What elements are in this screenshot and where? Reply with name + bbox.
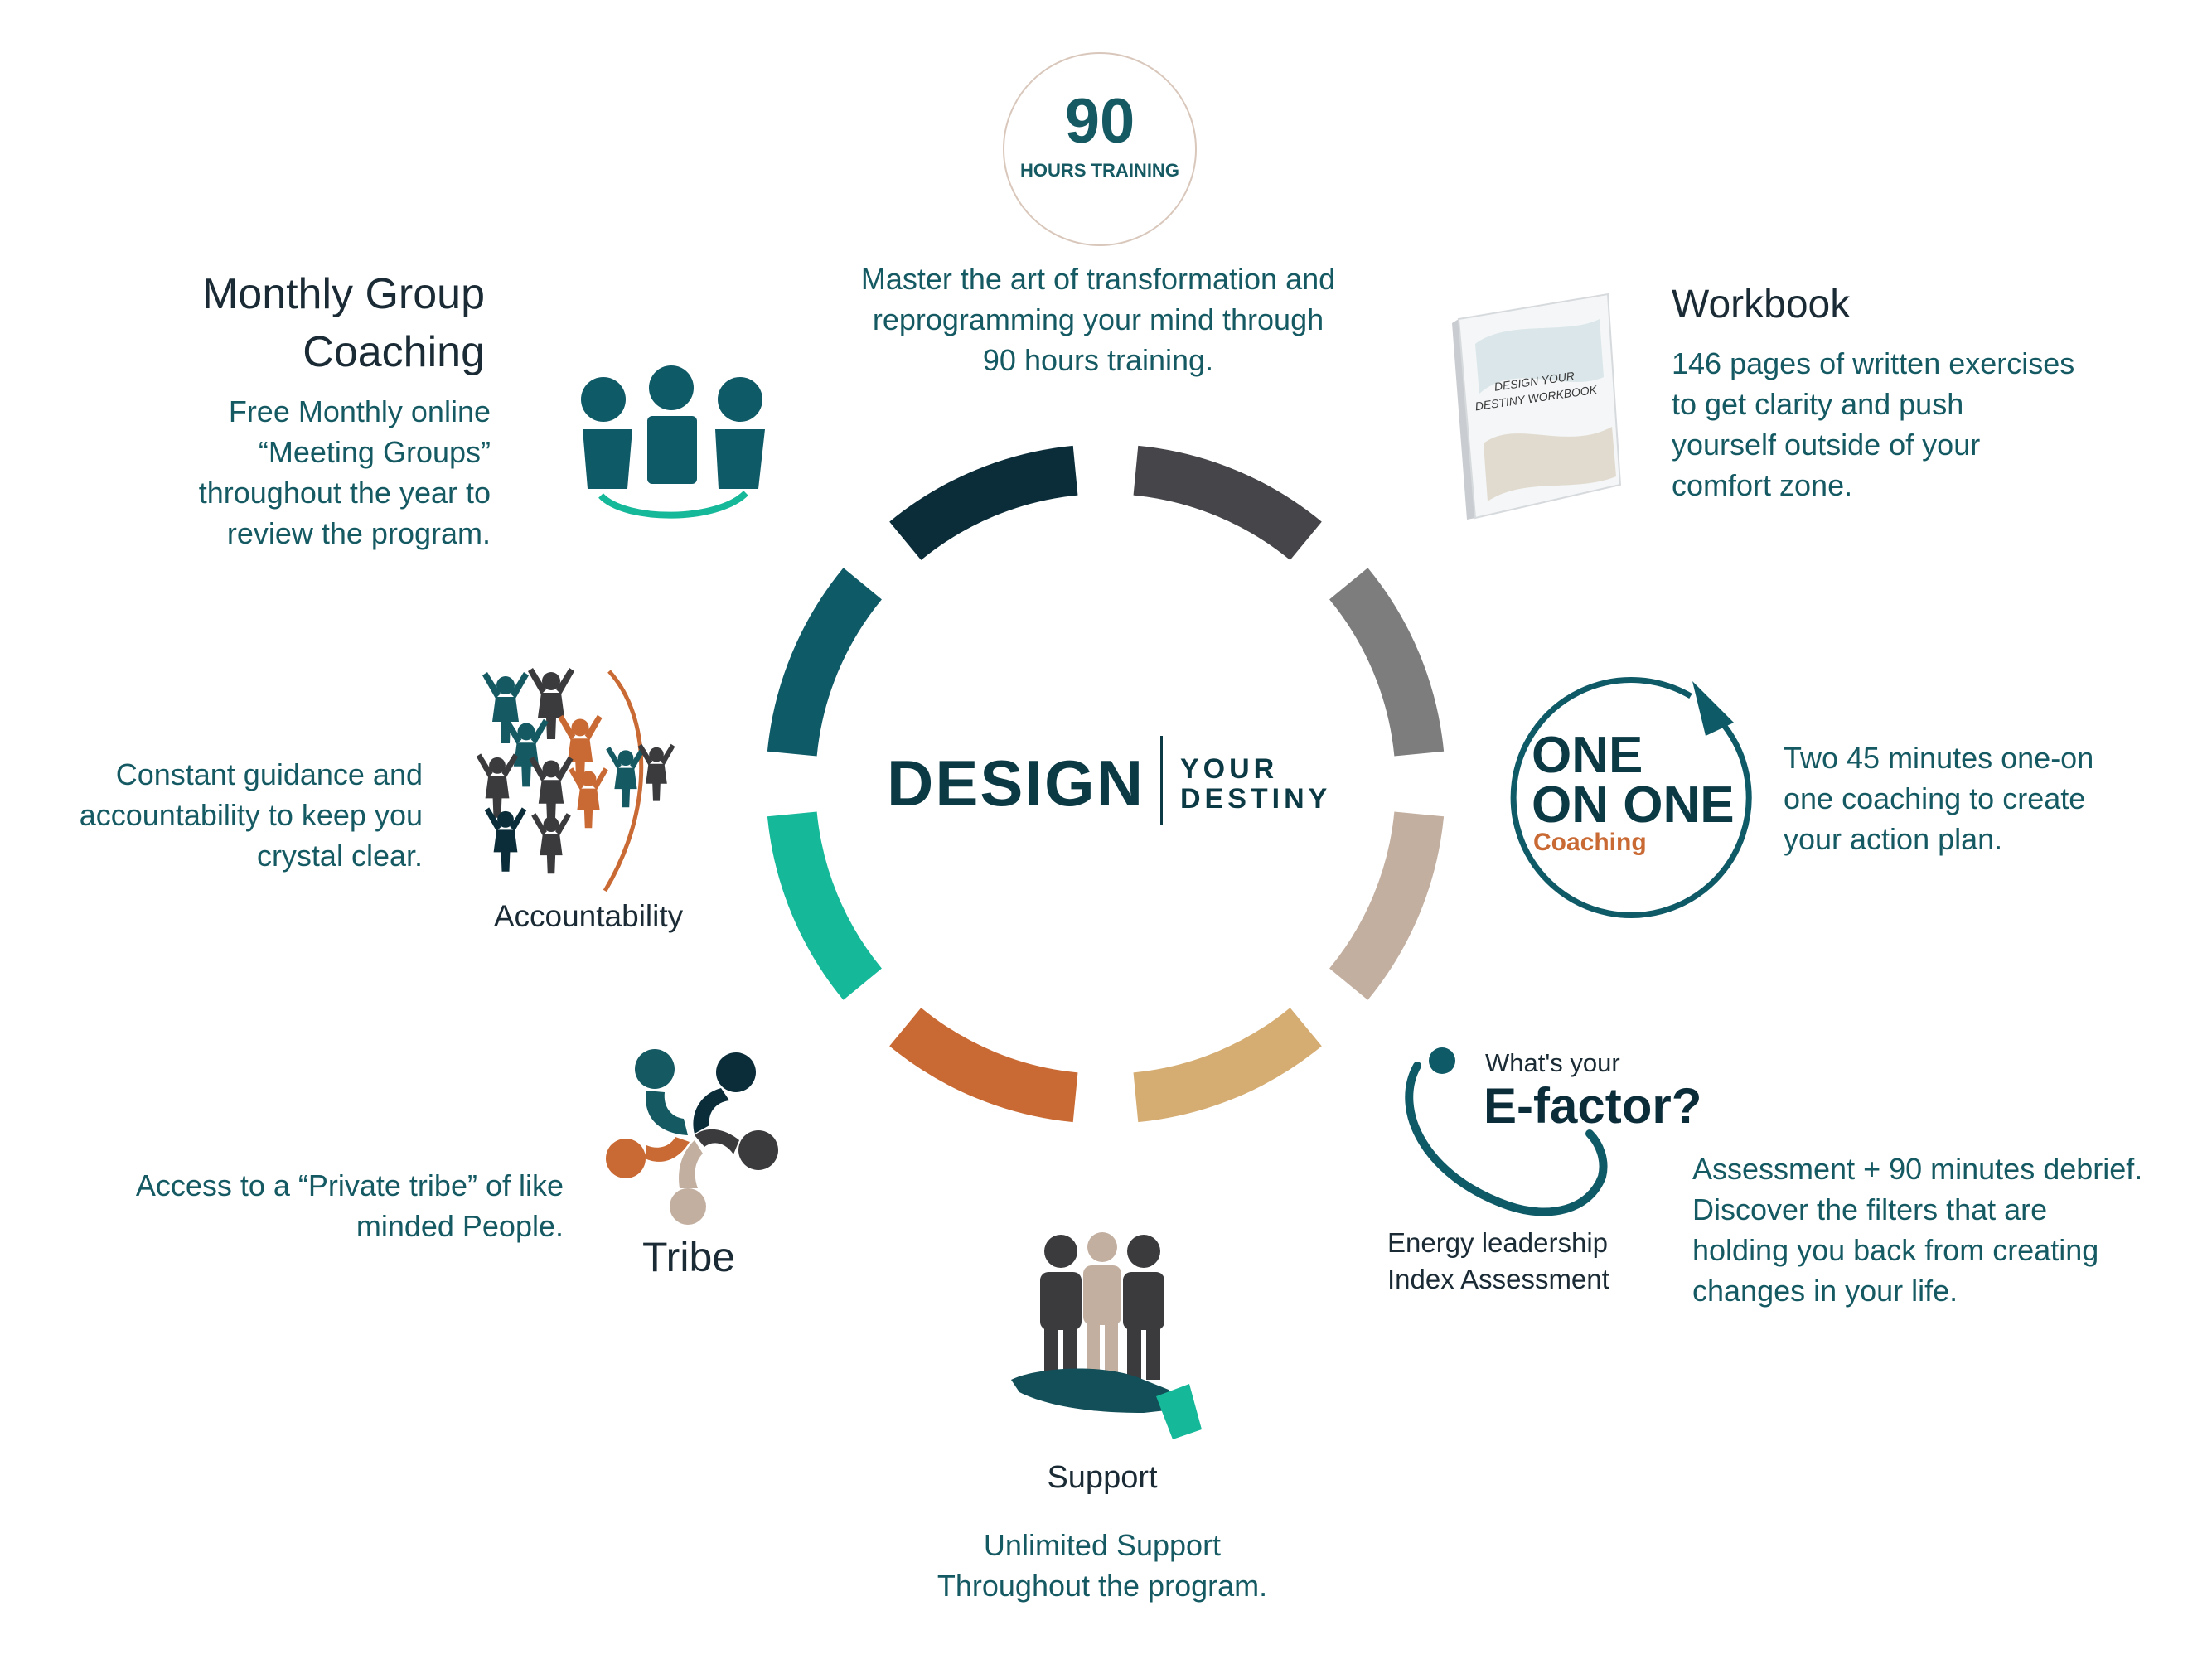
people-group-icon xyxy=(476,668,675,892)
support-title: Support xyxy=(1047,1460,1158,1495)
training-desc-line: Master the art of transformation and xyxy=(860,262,1336,296)
child-figure-icon xyxy=(528,668,574,739)
ring-segment-dark-teal xyxy=(889,445,1078,561)
efactor-whats: What's your xyxy=(1485,1048,1620,1077)
child-figure-icon xyxy=(476,753,519,818)
ring-segment-teal xyxy=(767,568,883,757)
efactor-desc-line: Assessment + 90 minutes debrief. xyxy=(1692,1152,2143,1186)
tribe-desc-line: minded People. xyxy=(356,1209,564,1243)
logo-your: YOUR xyxy=(1180,753,1279,785)
support-desc: Unlimited Support Throughout the program… xyxy=(870,1525,1334,1606)
child-figure-icon xyxy=(484,807,527,872)
accountability-title: Accountability xyxy=(493,899,684,933)
training-desc: Master the art of transformation and rep… xyxy=(796,259,1401,380)
one-on-one-desc: Two 45 minutes one-on one coaching to cr… xyxy=(1784,738,2165,859)
one-on-one-desc-line: your action plan. xyxy=(1784,822,2003,856)
efactor-caption-line: Energy leadership xyxy=(1387,1227,1608,1258)
efactor-caption-line: Index Assessment xyxy=(1387,1264,1609,1294)
group-coaching-title-line: Coaching xyxy=(303,328,485,376)
tribe-title: Tribe xyxy=(642,1234,736,1280)
person-icon xyxy=(1123,1235,1164,1380)
child-figure-icon xyxy=(504,718,549,787)
efactor-desc: Assessment + 90 minutes debrief. Discove… xyxy=(1692,1149,2190,1311)
group-coaching-desc-line: throughout the year to xyxy=(198,476,491,510)
one-on-one-coaching: Coaching xyxy=(1533,829,1647,856)
logo-destiny: DESTINY xyxy=(1180,783,1332,815)
efactor-desc-line: holding you back from creating xyxy=(1692,1233,2099,1267)
ring-segment-tan xyxy=(1133,1007,1322,1123)
one-on-one-desc-line: one coaching to create xyxy=(1784,781,2086,815)
center-logo: DESIGN YOUR DESTINY xyxy=(887,736,1351,827)
efactor-desc-line: changes in your life. xyxy=(1692,1274,1958,1308)
one-on-one-line2: ON ONE xyxy=(1532,776,1735,834)
helping-hand-icon xyxy=(1011,1232,1202,1439)
workbook-desc: 146 pages of written exercises to get cl… xyxy=(1672,343,2136,505)
child-figure-icon xyxy=(531,813,571,874)
logo-design: DESIGN xyxy=(887,747,1145,820)
child-figure-icon xyxy=(569,767,608,829)
group-coaching-desc: Free Monthly online “Meeting Groups” thr… xyxy=(116,391,491,554)
ring-segment-orange xyxy=(889,1007,1078,1123)
child-figure-icon xyxy=(606,747,646,808)
efactor-caption: Energy leadership Index Assessment xyxy=(1387,1225,1609,1298)
person-icon xyxy=(1040,1235,1082,1380)
tribe-circle-icon xyxy=(606,1049,778,1225)
arrow-head-icon xyxy=(1692,681,1734,736)
one-on-one-line1: ONE xyxy=(1532,727,1643,784)
training-caption: HOURS TRAINING xyxy=(1020,160,1179,181)
child-figure-icon xyxy=(558,714,603,783)
child-figure-icon xyxy=(482,672,529,743)
efactor-swoosh-icon xyxy=(1405,1047,1608,1216)
workbook-desc-line: comfort zone. xyxy=(1672,468,1853,502)
training-number: 90 xyxy=(1064,86,1135,157)
training-desc-line: 90 hours training. xyxy=(982,343,1214,377)
ring-segment-taupe xyxy=(1329,811,1445,1000)
efactor-desc-line: Discover the filters that are xyxy=(1692,1192,2048,1226)
tribe-desc: Access to a “Private tribe” of like mind… xyxy=(50,1165,564,1246)
child-figure-icon xyxy=(529,756,574,825)
workbook-title: Workbook xyxy=(1672,283,1851,326)
logo-divider xyxy=(1160,736,1163,825)
ring-segment-mint xyxy=(767,811,883,1000)
accountability-desc: Constant guidance and accountability to … xyxy=(33,754,423,876)
workbook-desc-line: to get clarity and push xyxy=(1672,387,1964,421)
child-figure-icon xyxy=(637,743,675,801)
accountability-desc-line: crystal clear. xyxy=(256,839,423,873)
training-desc-line: reprogramming your mind through xyxy=(872,302,1324,336)
support-desc-line: Unlimited Support xyxy=(983,1528,1222,1562)
tribe-desc-line: Access to a “Private tribe” of like xyxy=(135,1168,564,1202)
ring-segment-grey xyxy=(1329,568,1445,757)
accountability-desc-line: Constant guidance and xyxy=(115,757,423,791)
workbook-desc-line: 146 pages of written exercises xyxy=(1672,346,2075,380)
ring-segment-charcoal xyxy=(1133,445,1322,561)
training-badge: 90 HOURS TRAINING xyxy=(1003,52,1197,246)
one-on-one-circle-icon xyxy=(1510,677,1752,918)
person-icon xyxy=(1083,1232,1121,1380)
group-coaching-desc-line: Free Monthly online xyxy=(228,394,491,428)
efactor-title: E-factor? xyxy=(1484,1078,1702,1134)
workbook-desc-line: yourself outside of your xyxy=(1672,428,1981,462)
book-icon: DESIGN YOUR DESTINY WORKBOOK xyxy=(1452,293,1622,520)
support-desc-line: Throughout the program. xyxy=(937,1569,1268,1603)
one-on-one-desc-line: Two 45 minutes one-on xyxy=(1784,741,2094,775)
group-coaching-title: Monthly Group Coaching xyxy=(133,265,485,381)
accountability-desc-line: accountability to keep you xyxy=(79,798,423,832)
group-coaching-title-line: Monthly Group xyxy=(201,270,485,318)
ring-segments xyxy=(767,445,1445,1123)
group-coaching-desc-line: “Meeting Groups” xyxy=(258,435,491,469)
group-coaching-desc-line: review the program. xyxy=(226,516,491,550)
group-meeting-icon xyxy=(581,365,765,519)
